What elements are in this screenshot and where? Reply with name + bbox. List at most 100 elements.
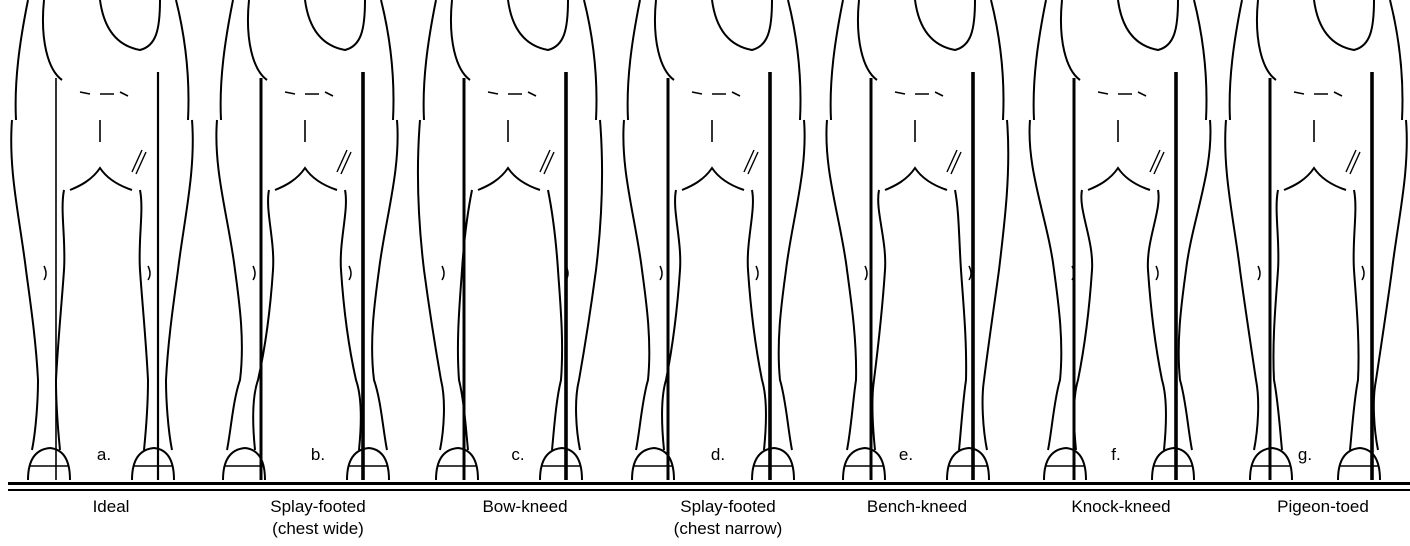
panel-e: e. [826,0,1008,480]
right-leg-outer-contour [1374,120,1407,450]
shoulder-left [424,0,436,120]
left-leg-inner-contour [662,190,680,450]
right-leg-inner-contour [748,190,766,450]
chest-v [1284,168,1346,190]
right-leg-outer-contour [166,120,193,450]
right-leg-hoof [1152,448,1194,480]
panel-letter: d. [711,445,725,464]
neck-curve [508,0,568,50]
neck-curve [100,0,160,50]
shoulder-left [1034,0,1046,120]
left-leg-outer-contour [11,120,38,450]
neck-left [655,0,674,80]
panel-f: f. [1030,0,1211,480]
right-leg-hoof [947,448,989,480]
right-leg-outer-contour [576,120,602,450]
caption-b: Splay-footed(chest wide) [218,496,418,540]
caption-line: Ideal [11,496,211,518]
ground-line [8,482,1410,485]
chest-v [70,168,132,190]
right-leg-inner-contour [548,190,562,450]
left-leg-outer-contour [216,120,242,450]
caption-line: Bench-kneed [817,496,1017,518]
ground-line-lower [8,489,1410,491]
left-leg-knee-mark [1258,266,1260,280]
shoulder-left [1230,0,1242,120]
right-leg-inner-contour [955,190,966,450]
shoulder-left [221,0,233,120]
shoulder-right [788,0,801,120]
neck-curve [1118,0,1178,50]
caption-a: Ideal [11,496,211,518]
caption-line: Bow-kneed [425,496,625,518]
left-leg-outer-contour [623,120,649,450]
caption-line: Pigeon-toed [1223,496,1410,518]
neck-curve [712,0,772,50]
left-leg-hoof [28,448,70,480]
caption-g: Pigeon-toed [1223,496,1410,518]
neck-left [43,0,62,80]
neck-left [248,0,267,80]
muscle-marks [540,150,554,174]
right-leg-outer-contour [1179,120,1211,450]
shoulder-left [831,0,843,120]
left-leg-knee-mark [660,266,662,280]
chest-marks [895,92,943,96]
right-leg-inner-contour [341,190,361,450]
right-leg-inner-contour [140,190,148,450]
right-leg-knee-mark [148,266,150,280]
right-leg-knee-mark [349,266,351,280]
chest-v [1088,168,1150,190]
right-leg-outer-contour [779,120,805,450]
left-leg-knee-mark [253,266,255,280]
chest-v [275,168,337,190]
left-leg-inner-contour [1074,190,1092,450]
shoulder-right [991,0,1004,120]
muscle-marks [744,150,758,174]
chest-marks [692,92,740,96]
left-leg-outer-contour [1030,120,1062,450]
caption-line: (chest narrow) [628,518,828,540]
panel-letter: e. [899,445,913,464]
right-leg-hoof [132,448,174,480]
right-leg-inner-contour [1350,190,1359,450]
caption-e: Bench-kneed [817,496,1017,518]
panel-a: a. [11,0,193,480]
right-leg-hoof [540,448,582,480]
muscle-marks [1150,150,1164,174]
shoulder-right [1390,0,1403,120]
caption-f: Knock-kneed [1021,496,1221,518]
left-leg-outer-contour [1225,120,1258,450]
shoulder-right [1194,0,1207,120]
panel-letter: g. [1298,445,1312,464]
right-leg-knee-mark [1156,266,1158,280]
neck-curve [1314,0,1374,50]
caption-line: Knock-kneed [1021,496,1221,518]
chest-marks [1294,92,1342,96]
left-leg-outer-contour [826,120,856,450]
left-leg-knee-mark [44,266,46,280]
chest-v [478,168,540,190]
muscle-marks [947,150,961,174]
neck-left [1257,0,1276,80]
panel-g: g. [1225,0,1407,480]
caption-line: Splay-footed [218,496,418,518]
left-leg-inner-contour [872,190,885,450]
shoulder-right [176,0,189,120]
chest-v [682,168,744,190]
left-leg-knee-mark [865,266,867,280]
shoulder-right [584,0,597,120]
chest-marks [488,92,536,96]
neck-curve [305,0,365,50]
panel-letter: c. [511,445,524,464]
right-leg-outer-contour [983,120,1009,450]
panel-letter: b. [311,445,325,464]
muscle-marks [1346,150,1360,174]
right-leg-hoof [752,448,794,480]
right-leg-outer-contour [372,120,398,450]
panel-letter: f. [1111,445,1120,464]
panel-letter: a. [97,445,111,464]
right-leg-knee-mark [969,266,971,280]
chest-marks [285,92,333,96]
right-leg-hoof [347,448,389,480]
